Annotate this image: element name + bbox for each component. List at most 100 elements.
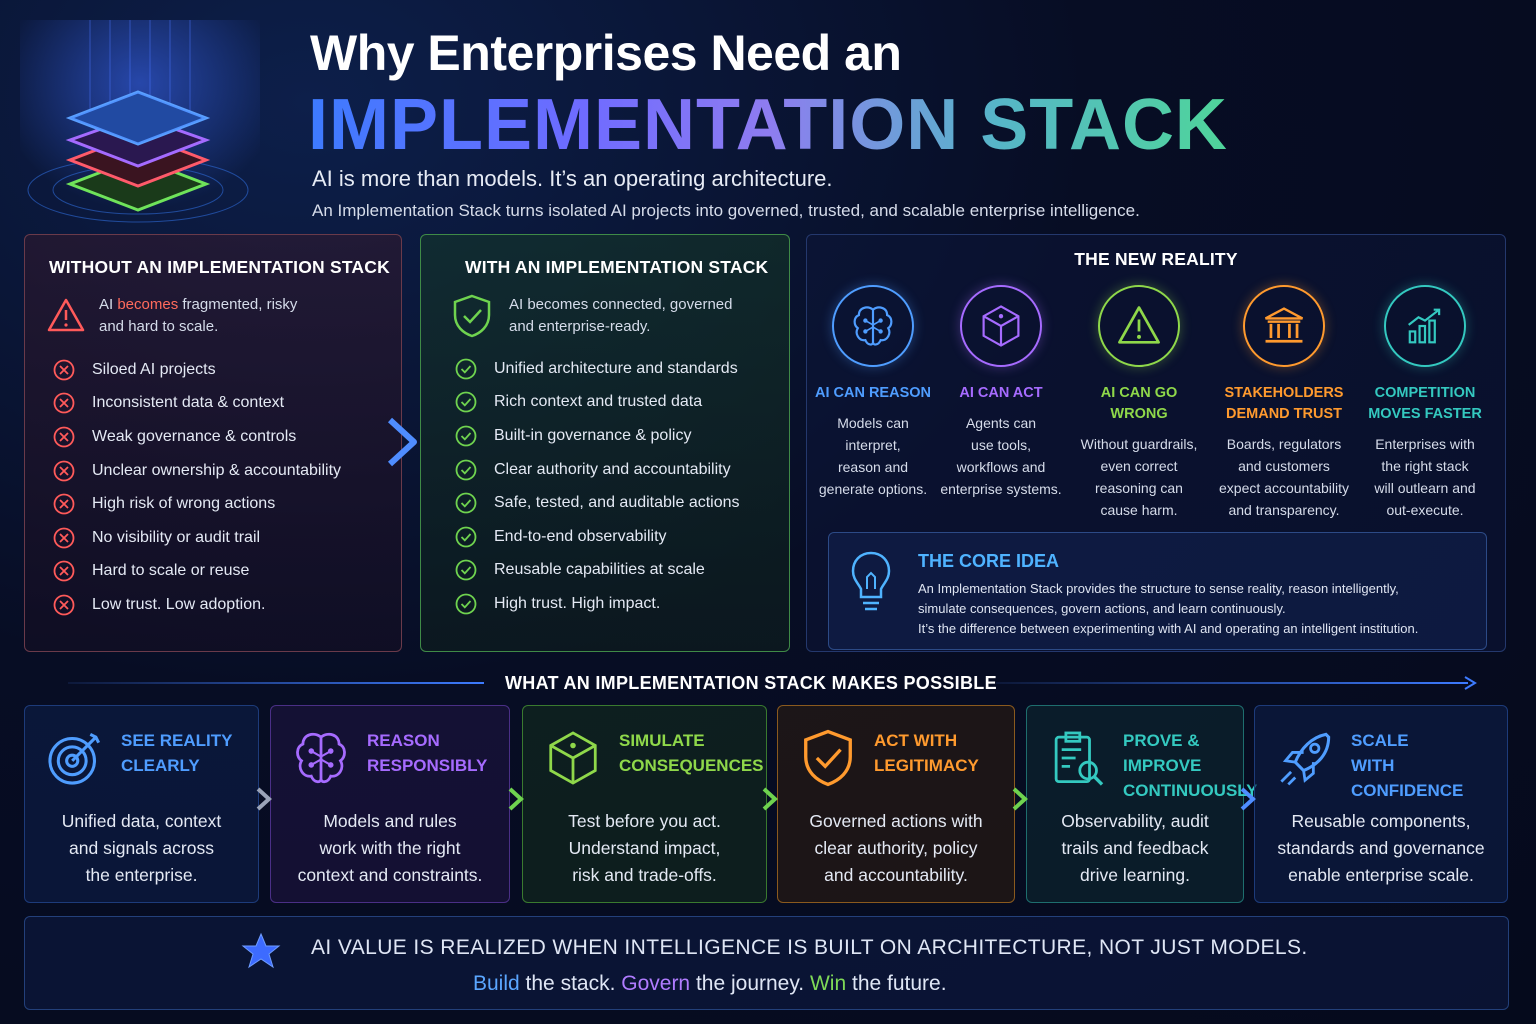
without-list-item: Siloed AI projects — [53, 353, 341, 387]
without-item-label: Unclear ownership & accountability — [92, 461, 342, 479]
growth-chart-icon — [1384, 285, 1466, 367]
text-line: Enterprises with — [1375, 436, 1475, 452]
text-line: expect accountability — [1219, 480, 1349, 496]
intro-highlight: becomes — [117, 296, 179, 313]
without-list-item: Low trust. Low adoption. — [53, 588, 341, 622]
with-list-item: High trust. High impact. — [455, 587, 740, 621]
core-idea-title: THE CORE IDEA — [918, 551, 1060, 571]
heading-line: STAKEHOLDERS — [1224, 385, 1344, 401]
text-line: enterprise systems. — [940, 481, 1062, 497]
text-line: generate options. — [818, 481, 928, 497]
warning-icon — [47, 298, 85, 332]
heading-line: CONTINUOUSLY — [1123, 781, 1258, 800]
check-circle-icon — [455, 593, 477, 615]
check-circle-icon — [455, 526, 477, 548]
core-idea-text: An Implementation Stack provides the str… — [918, 579, 1478, 639]
check-circle-icon — [455, 425, 477, 447]
shield-check-icon — [453, 294, 491, 338]
check-circle-icon — [455, 391, 477, 413]
x-circle-icon — [53, 560, 75, 582]
with-item-label: End-to-end observability — [494, 527, 667, 545]
text-line: work with the right — [319, 838, 461, 858]
text-line: the right stack — [1381, 458, 1469, 474]
check-circle-icon — [455, 459, 477, 481]
subtitle: AI is more than models. It’s an operatin… — [312, 166, 833, 191]
arrow-right-icon — [1464, 676, 1477, 690]
without-item-label: Low trust. Low adoption. — [92, 595, 266, 613]
cube-icon — [541, 726, 605, 790]
text-line: workflows and — [956, 459, 1046, 475]
text-line: context and constraints. — [297, 865, 483, 885]
tagline-build: Build — [473, 972, 520, 995]
rocket-icon — [1273, 726, 1337, 790]
with-list-item: End-to-end observability — [455, 520, 740, 554]
check-circle-icon — [455, 358, 477, 380]
intro-text: AI — [99, 296, 118, 313]
heading-line: CLEARLY — [121, 756, 200, 775]
tagline-win: Win — [809, 972, 847, 995]
without-item-label: Hard to scale or reuse — [92, 562, 250, 580]
chevron-right-icon — [387, 417, 417, 467]
x-circle-icon — [53, 359, 75, 381]
warning-icon — [1098, 285, 1180, 367]
text-line: reasoning can — [1095, 480, 1183, 496]
heading-line: ACT WITH — [874, 731, 958, 750]
text-line: enable enterprise scale. — [1288, 865, 1474, 885]
text-line: the enterprise. — [85, 865, 198, 885]
intro-text: fragmented, risky — [178, 296, 298, 313]
heading-line: MOVES FASTER — [1368, 406, 1482, 422]
with-list-item: Reusable capabilities at scale — [455, 554, 740, 588]
without-item-label: Siloed AI projects — [92, 360, 216, 378]
shield-check-icon — [796, 726, 860, 790]
lightbulb-icon — [851, 551, 891, 611]
heading-line: AI CAN ACT — [959, 385, 1043, 401]
heading-line: RESPONSIBLY — [367, 756, 488, 775]
tagline-govern: Govern — [621, 972, 691, 995]
reality-item-heading: AI CAN GO WRONG — [1073, 383, 1205, 425]
text-line: Test before you act. — [568, 811, 721, 831]
without-list-item: Inconsistent data & context — [53, 387, 341, 421]
x-circle-icon — [53, 594, 75, 616]
page-title-line2: IMPLEMENTATION STACK — [308, 85, 1228, 165]
check-circle-icon — [455, 559, 477, 581]
chevron-right-icon — [254, 785, 274, 813]
text-line: drive learning. — [1080, 865, 1190, 885]
x-circle-icon — [53, 392, 75, 414]
reality-item-heading: AI CAN ACT — [935, 383, 1067, 404]
x-circle-icon — [53, 493, 75, 515]
institution-icon — [1243, 285, 1325, 367]
text-line: reason and — [837, 459, 909, 475]
text-line: cause harm. — [1100, 502, 1178, 518]
text-line: interpret, — [845, 437, 901, 453]
text-line: Reusable components, — [1291, 811, 1471, 831]
with-item-label: High trust. High impact. — [494, 594, 661, 612]
with-item-label: Reusable capabilities at scale — [494, 561, 705, 579]
without-list-item: No visibility or audit trail — [53, 521, 341, 555]
tagline-text: the journey. — [690, 972, 810, 995]
heading-line: CONSEQUENCES — [619, 756, 764, 775]
with-panel-title: WITH AN IMPLEMENTATION STACK — [465, 257, 769, 277]
possible-section-title: WHAT AN IMPLEMENTATION STACK MAKES POSSI… — [505, 673, 997, 693]
with-list-item: Safe, tested, and auditable actions — [455, 486, 740, 520]
without-item-label: Weak governance & controls — [92, 427, 297, 445]
x-circle-icon — [53, 460, 75, 482]
text-line: Unified data, context — [61, 811, 222, 831]
without-list-item: Hard to scale or reuse — [53, 555, 341, 589]
without-item-label: No visibility or audit trail — [92, 528, 261, 546]
text-line: trails and feedback — [1061, 838, 1209, 858]
with-list-item: Built-in governance & policy — [455, 419, 740, 453]
with-list-item: Clear authority and accountability — [455, 453, 740, 487]
cube-icon — [960, 285, 1042, 367]
heading-line: WITH CONFIDENCE — [1351, 756, 1464, 800]
without-list-item: High risk of wrong actions — [53, 487, 341, 521]
